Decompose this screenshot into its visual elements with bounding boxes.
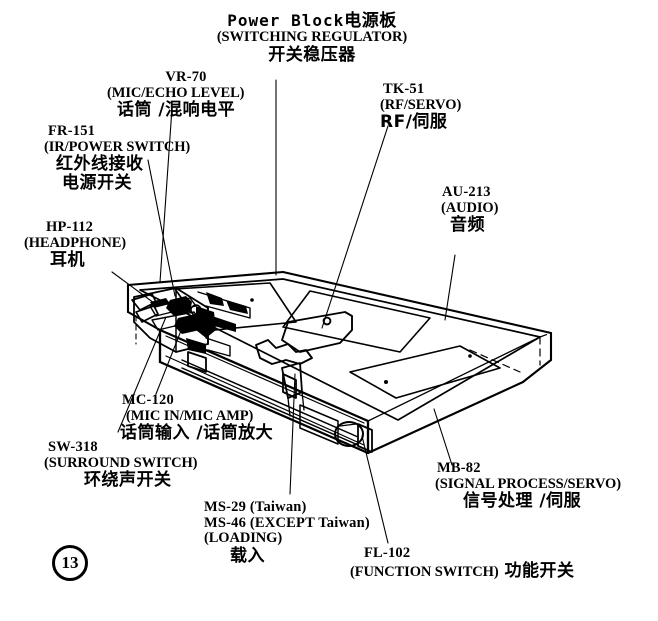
vr70-en: (MIC/ECHO LEVEL) xyxy=(107,84,245,101)
hp112-cjk: 耳机 xyxy=(50,250,85,271)
mc120-cjk: 话筒输入 /话筒放大 xyxy=(120,423,274,444)
fl102-line: (FUNCTION SWITCH) 功能开关 xyxy=(350,560,575,581)
hp112-ref: HP-112 xyxy=(46,219,94,235)
sw318-en: (SURROUND SWITCH) xyxy=(44,454,198,471)
au213-cjk: 音频 xyxy=(450,215,485,236)
fl102-ref: FL-102 xyxy=(364,545,411,561)
fl102-en: (FUNCTION SWITCH) xyxy=(350,563,499,580)
tk51-ref: TK-51 xyxy=(383,81,425,97)
module-hardware-detail xyxy=(150,292,248,354)
leader-lines xyxy=(111,79,456,544)
fr151-cjk-line2: 电源开关 xyxy=(62,172,132,193)
deck-bay-right xyxy=(282,290,431,353)
fr151-ref: FR-151 xyxy=(48,123,96,139)
power-block-subtitle-cjk: 开关稳压器 xyxy=(268,45,356,66)
sw318-ref: SW-318 xyxy=(48,439,98,455)
loading-mechanism xyxy=(255,339,313,365)
power-block-subtitle-en: (SWITCHING REGULATOR) xyxy=(216,29,408,46)
front-dial xyxy=(334,421,364,447)
module-outline-detail xyxy=(177,291,251,357)
callout-mc120: MC-120 (MIC IN/MIC AMP) 话筒输入 /话筒放大 xyxy=(120,392,274,444)
vr70-ref: VR-70 xyxy=(165,69,207,85)
right-bottom-rail xyxy=(366,336,541,455)
front-center-bracket xyxy=(282,373,297,399)
front-right-bracket xyxy=(357,423,373,453)
power-block-title-cjk: 电源板 xyxy=(344,11,397,31)
ms29-ref: MS-29 (Taiwan) xyxy=(204,499,307,515)
vr70-cjk: 话筒 /混响电平 xyxy=(117,100,236,121)
mb82-en: (SIGNAL PROCESS/SERVO) xyxy=(435,475,621,492)
callout-fr151: FR-151 (IR/POWER SWITCH) 红外线接收 电源开关 xyxy=(44,123,191,193)
au213-ref: AU-213 xyxy=(442,184,491,200)
fr151-en: (IR/POWER SWITCH) xyxy=(44,138,191,155)
mc120-ref: MC-120 xyxy=(122,392,174,408)
front-left-bracket xyxy=(187,351,207,373)
callout-fl102: FL-102 (FUNCTION SWITCH) 功能开关 xyxy=(350,545,575,581)
callout-hp112: HP-112 (HEADPHONE) 耳机 xyxy=(24,219,126,271)
ms29-en: (LOADING) xyxy=(204,530,283,547)
ms46-ref: MS-46 (EXCEPT Taiwan) xyxy=(204,514,370,531)
tk51-cjk: RF/伺服 xyxy=(380,112,448,133)
callout-au213: AU-213 (AUDIO) 音频 xyxy=(441,184,499,236)
power-block-title-en: Power Block xyxy=(227,11,345,30)
callout-sw318: SW-318 (SURROUND SWITCH) 环绕声开关 xyxy=(44,439,197,491)
fl102-cjk: 功能开关 xyxy=(504,560,575,581)
hidden-edges xyxy=(469,332,552,383)
callout-ms29-ms46: MS-29 (Taiwan) MS-46 (EXCEPT Taiwan) (LO… xyxy=(204,499,370,566)
fr151-cjk-line1: 红外线接收 xyxy=(56,154,144,175)
tk51-en: (RF/SERVO) xyxy=(380,96,462,113)
callout-vr70: VR-70 (MIC/ECHO LEVEL) 话筒 /混响电平 xyxy=(107,69,265,121)
sw318-cjk: 环绕声开关 xyxy=(84,470,172,491)
left-hidden-edge xyxy=(127,311,137,345)
page-number-text: 13 xyxy=(61,553,79,572)
callout-power-block: Power Block 电源板 (SWITCHING REGULATOR) 开关… xyxy=(196,11,428,66)
center-shield-plate xyxy=(281,311,353,353)
deck-bay-front-right xyxy=(349,345,501,399)
callout-mb82: MB-82 (SIGNAL PROCESS/SERVO) 信号处理 /伺服 xyxy=(435,460,621,512)
callout-tk51: TK-51 (RF/SERVO) RF/伺服 xyxy=(380,81,462,133)
headphone-jack-detail xyxy=(131,293,159,323)
page-number-badge: 13 xyxy=(52,545,88,581)
mc120-en: (MIC IN/MIC AMP) xyxy=(126,407,254,424)
ms29-cjk: 载入 xyxy=(230,545,265,566)
au213-en: (AUDIO) xyxy=(441,199,499,216)
hp112-en: (HEADPHONE) xyxy=(24,234,127,251)
mb82-cjk: 信号处理 /伺服 xyxy=(463,491,582,512)
mb82-ref: MB-82 xyxy=(437,460,481,476)
front-lower-rail xyxy=(181,359,359,446)
screw-marks xyxy=(250,298,472,384)
